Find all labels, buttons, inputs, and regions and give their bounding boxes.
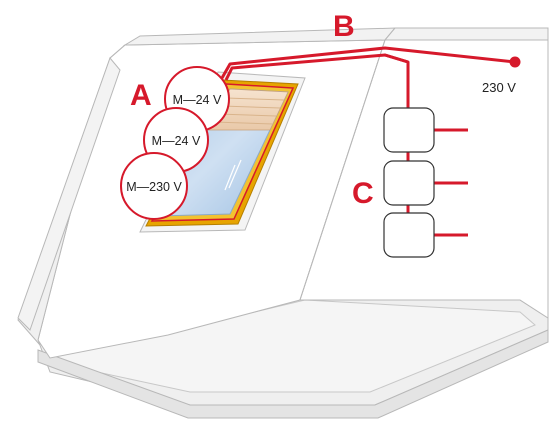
motor-circle xyxy=(120,152,188,220)
motor-label: M—230 V xyxy=(126,180,182,194)
switch-box xyxy=(383,107,435,153)
supply-terminal-dot xyxy=(509,56,521,68)
switch-box xyxy=(383,160,435,206)
motor-label: M—24 V xyxy=(152,134,201,148)
supply-voltage-label: 230 V xyxy=(482,80,516,95)
roof-edge-left-face xyxy=(17,57,121,331)
motor-label: M—24 V xyxy=(173,93,222,107)
right-wall-top xyxy=(383,27,549,41)
label-a: A xyxy=(130,79,152,112)
switch-box xyxy=(383,212,435,258)
blind-slat xyxy=(212,121,274,125)
wire-to-switches xyxy=(384,53,410,108)
label-b: B xyxy=(333,10,355,43)
wire-main xyxy=(220,46,516,79)
label-c: C xyxy=(352,177,374,210)
switch-box-group xyxy=(383,107,435,258)
floor-front-edge xyxy=(37,329,549,419)
blind-slat xyxy=(217,113,277,117)
glass-shine xyxy=(228,159,242,189)
glass-shine xyxy=(224,164,236,191)
blind-slat xyxy=(225,97,285,101)
wall-corner-line xyxy=(299,39,386,301)
blind-slat xyxy=(221,105,281,109)
motor-group: M—24 V M—24 V M—230 V xyxy=(120,66,230,220)
